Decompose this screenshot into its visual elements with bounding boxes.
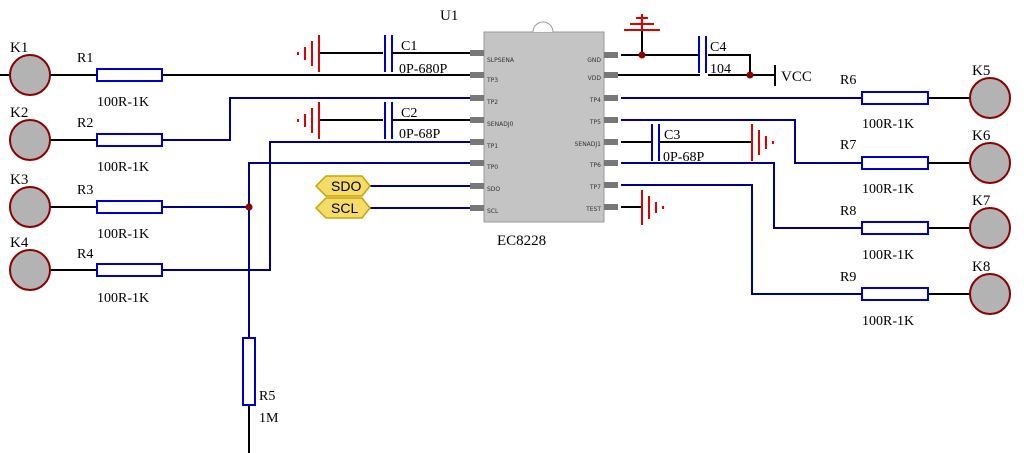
port-label: SCL bbox=[331, 200, 358, 216]
resistor-ref: R2 bbox=[77, 116, 93, 131]
touch-pads: K1 K2 K3 K4 K5 K6 K7 K8 bbox=[9, 40, 1011, 315]
capacitor-ref: C3 bbox=[664, 128, 680, 143]
port-label: SDO bbox=[331, 178, 361, 194]
port-scl bbox=[314, 197, 371, 219]
pin-label-right: VDD bbox=[588, 75, 602, 82]
pin-label-left: TP0 bbox=[486, 164, 498, 171]
resistor-r3 bbox=[96, 200, 163, 214]
pad-label: K2 bbox=[10, 105, 28, 121]
ground-symbols bbox=[297, 14, 774, 225]
capacitor-value: 104 bbox=[710, 62, 731, 77]
pin-label-left: SENADJ0 bbox=[487, 121, 514, 128]
capacitor-ref: C2 bbox=[401, 106, 417, 121]
pin-label-right: TEST bbox=[585, 206, 601, 213]
touch-pad-k5 bbox=[969, 77, 1011, 119]
resistor-value: 100R-1K bbox=[97, 291, 149, 306]
pin-label-right: TP5 bbox=[589, 119, 601, 126]
ground-icon bbox=[641, 190, 664, 225]
pad-label: K4 bbox=[10, 235, 29, 251]
resistor-ref: R1 bbox=[77, 51, 93, 66]
capacitor-c3 bbox=[651, 124, 660, 161]
capacitors: C1 0P-680P C2 0P-68P C3 0P-68P C4 104 bbox=[384, 35, 731, 165]
resistor-ref: R5 bbox=[259, 389, 275, 404]
capacitor-c2 bbox=[384, 102, 393, 139]
pad-label: K5 bbox=[972, 63, 990, 79]
pad-label: K6 bbox=[972, 128, 991, 144]
pad-label: K7 bbox=[972, 193, 991, 209]
capacitor-value: 0P-68P bbox=[399, 127, 440, 142]
resistor-value: 100R-1K bbox=[862, 248, 914, 263]
pin-label-left: TP1 bbox=[486, 143, 498, 150]
resistor-ref: R4 bbox=[77, 247, 93, 262]
chip-u1: U1 EC8228 SLPSENA TP3 TP2 SENADJ0 TP1 TP… bbox=[440, 8, 618, 249]
ground-icon bbox=[751, 124, 774, 161]
pin-label-left: SCL bbox=[487, 208, 499, 215]
resistor-ref: R9 bbox=[840, 270, 856, 285]
resistor-value: 100R-1K bbox=[97, 95, 149, 110]
resistor-r7 bbox=[861, 156, 929, 170]
resistor-value: 1M bbox=[259, 411, 279, 426]
resistor-r8 bbox=[861, 221, 929, 235]
capacitor-value: 0P-680P bbox=[399, 62, 447, 77]
touch-pad-k4 bbox=[9, 249, 51, 291]
capacitor-c4 bbox=[698, 36, 707, 73]
pin-label-right: SENADJ1 bbox=[575, 141, 602, 148]
resistor-value: 100R-1K bbox=[862, 182, 914, 197]
resistor-r1 bbox=[96, 68, 163, 82]
pin-label-left: SLPSENA bbox=[487, 57, 515, 64]
pad-label: K3 bbox=[10, 172, 28, 188]
capacitor-c1 bbox=[384, 35, 393, 72]
resistor-r4 bbox=[96, 263, 163, 277]
resistor-value: 100R-1K bbox=[862, 117, 914, 132]
pad-label: K1 bbox=[10, 40, 28, 56]
pin-label-left: SDO bbox=[487, 186, 500, 193]
resistor-r2 bbox=[96, 133, 163, 147]
pin-label-right: TP7 bbox=[589, 184, 601, 191]
resistors: R1 100R-1K R2 100R-1K R3 100R-1K R4 100R… bbox=[77, 51, 929, 426]
ground-icon bbox=[297, 102, 320, 139]
pin-label-right: TP4 bbox=[589, 97, 601, 104]
resistor-ref: R3 bbox=[77, 183, 93, 198]
resistor-r5 bbox=[242, 337, 256, 406]
chip-ref: U1 bbox=[440, 8, 458, 24]
touch-pad-k8 bbox=[969, 273, 1011, 315]
capacitor-value: 0P-68P bbox=[663, 150, 704, 165]
capacitor-ref: C4 bbox=[710, 40, 726, 55]
net-ports: SDO SCL bbox=[314, 175, 371, 219]
resistor-value: 100R-1K bbox=[97, 160, 149, 175]
ground-icon bbox=[624, 14, 660, 31]
touch-pad-k1 bbox=[9, 54, 51, 96]
pad-label: K8 bbox=[972, 259, 990, 275]
chip-part: EC8228 bbox=[497, 233, 546, 249]
port-sdo bbox=[314, 175, 371, 197]
vcc-label: VCC bbox=[781, 69, 812, 85]
touch-pad-k3 bbox=[9, 186, 51, 228]
touch-pad-k7 bbox=[969, 207, 1011, 249]
pin-label-right: TP6 bbox=[589, 162, 601, 169]
pin-label-left: TP3 bbox=[486, 77, 498, 84]
resistor-r9 bbox=[861, 287, 929, 301]
resistor-value: 100R-1K bbox=[97, 227, 149, 242]
touch-pad-k6 bbox=[969, 142, 1011, 184]
resistor-ref: R6 bbox=[840, 73, 856, 88]
pin-label-left: TP2 bbox=[486, 99, 498, 106]
touch-pad-k2 bbox=[9, 119, 51, 161]
resistor-ref: R8 bbox=[840, 204, 856, 219]
resistor-r6 bbox=[861, 91, 929, 105]
resistor-value: 100R-1K bbox=[862, 314, 914, 329]
pin-label-right: GND bbox=[587, 57, 601, 64]
capacitor-ref: C1 bbox=[401, 39, 417, 54]
ground-icon bbox=[297, 35, 320, 72]
resistor-ref: R7 bbox=[840, 138, 856, 153]
